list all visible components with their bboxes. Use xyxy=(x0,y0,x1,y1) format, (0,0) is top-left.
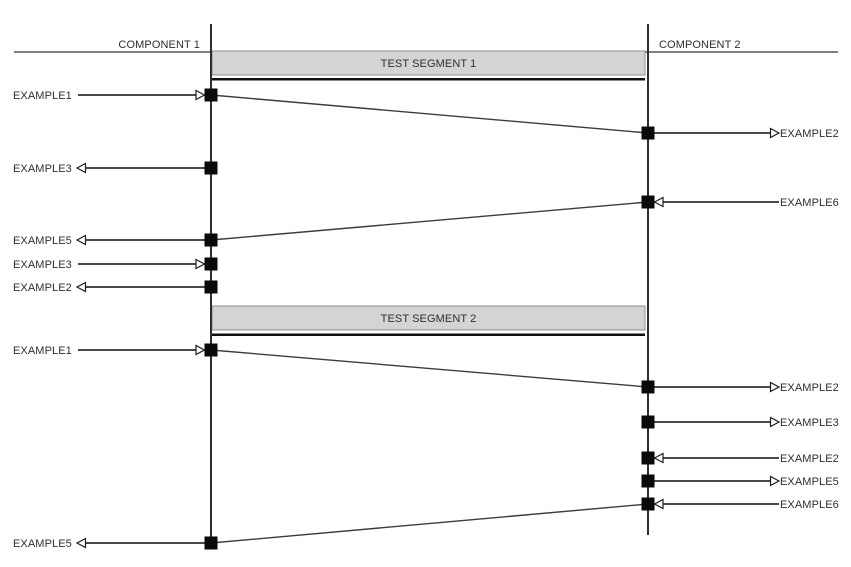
message-label-c1-ev4: EXAMPLE3 xyxy=(13,259,72,271)
event-square-c1-ev6 xyxy=(204,343,218,357)
message-arrowhead-c1-ev7 xyxy=(75,537,87,549)
event-square-c1-ev4 xyxy=(204,257,218,271)
segment-2-label: TEST SEGMENT 2 xyxy=(381,313,477,325)
event-square-c1-ev5 xyxy=(204,280,218,294)
message-arrowhead-c1-ev4 xyxy=(195,258,206,270)
message-label-c2-ev4: EXAMPLE3 xyxy=(780,417,839,429)
message-arrowhead-c2-ev2 xyxy=(653,196,664,208)
message-label-c1-ev5: EXAMPLE2 xyxy=(13,282,72,294)
event-square-c2-ev2 xyxy=(641,195,655,209)
message-label-c1-ev2: EXAMPLE3 xyxy=(13,163,72,175)
event-square-c1-ev2 xyxy=(204,161,218,175)
link-c2-ev7-c1-ev7 xyxy=(210,503,649,544)
link-c2-ev2-c1-ev3 xyxy=(210,201,649,241)
message-arrowhead-c2-ev4 xyxy=(769,416,781,428)
segment-2-bar xyxy=(211,305,646,331)
event-square-c2-ev5 xyxy=(641,451,655,465)
message-label-c2-ev1: EXAMPLE2 xyxy=(780,128,839,140)
message-arrowhead-c2-ev1 xyxy=(769,127,781,139)
segment-1-bar xyxy=(211,50,646,76)
message-arrowhead-c1-ev5 xyxy=(75,281,87,293)
segment-1-label: TEST SEGMENT 1 xyxy=(381,58,477,70)
message-arrowhead-c2-ev7 xyxy=(653,498,664,510)
message-label-c2-ev5: EXAMPLE2 xyxy=(780,453,839,465)
event-square-c2-ev4 xyxy=(641,415,655,429)
event-square-c2-ev6 xyxy=(641,474,655,488)
message-arrowhead-c1-ev2 xyxy=(75,162,87,174)
link-c1-ev6-c2-ev3 xyxy=(210,349,649,388)
message-label-c2-ev2: EXAMPLE6 xyxy=(780,197,839,209)
message-label-c2-ev7: EXAMPLE6 xyxy=(780,499,839,511)
message-arrowhead-c1-ev1 xyxy=(195,89,206,101)
link-c1-ev1-c2-ev1 xyxy=(210,94,649,134)
message-label-c1-ev7: EXAMPLE5 xyxy=(13,538,72,550)
segment-1-underline xyxy=(212,78,645,81)
message-label-c2-ev3: EXAMPLE2 xyxy=(780,382,839,394)
message-label-c1-ev1: EXAMPLE1 xyxy=(13,90,72,102)
event-square-c1-ev3 xyxy=(204,233,218,247)
segment-2-underline xyxy=(212,333,645,337)
message-arrowhead-c2-ev3 xyxy=(769,381,781,393)
message-label-c1-ev3: EXAMPLE5 xyxy=(13,235,72,247)
message-label-c1-ev6: EXAMPLE1 xyxy=(13,345,72,357)
component-1-label: COMPONENT 1 xyxy=(118,39,200,51)
message-arrowhead-c2-ev5 xyxy=(653,452,664,464)
event-square-c1-ev1 xyxy=(204,88,218,102)
message-label-c2-ev6: EXAMPLE5 xyxy=(780,476,839,488)
event-square-c1-ev7 xyxy=(204,536,218,550)
message-arrowhead-c1-ev3 xyxy=(75,234,87,246)
event-square-c2-ev3 xyxy=(641,380,655,394)
event-square-c2-ev1 xyxy=(641,126,655,140)
message-arrowhead-c2-ev6 xyxy=(769,475,781,487)
event-square-c2-ev7 xyxy=(641,497,655,511)
component-2-label: COMPONENT 2 xyxy=(659,39,741,51)
message-arrowhead-c1-ev6 xyxy=(195,344,206,356)
